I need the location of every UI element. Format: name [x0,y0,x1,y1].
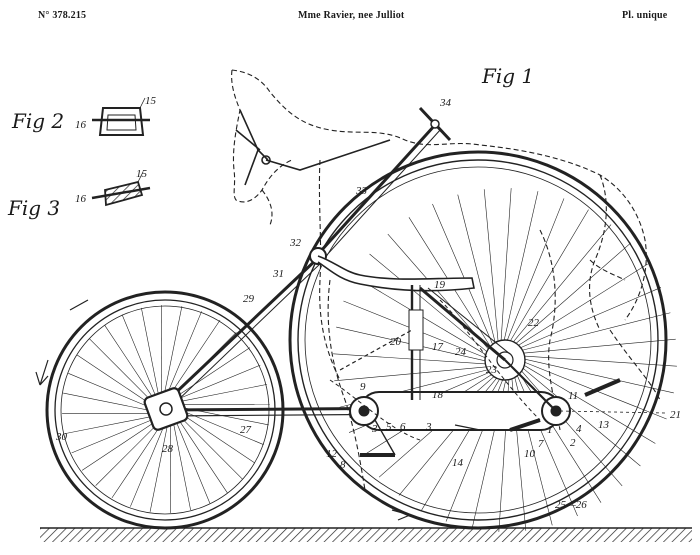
spoke [104,324,157,403]
spoke [506,209,589,347]
spoke [81,418,160,471]
spoke [334,366,493,382]
numeral-29: 29 [243,293,255,305]
numeral-10: 10 [524,448,536,460]
spoke [502,191,539,347]
spoke [163,306,183,398]
numeral-25-26: 25—26 [555,499,587,511]
spoke [176,413,243,480]
spoke [518,357,674,394]
spoke [517,338,676,354]
spoke [516,368,602,503]
spoke [511,242,632,348]
numeral-21: 21 [670,409,681,421]
spoke [168,319,221,398]
numeral-8: 8 [340,459,346,471]
spoke [369,253,492,356]
numeral-5: 5 [386,421,392,433]
numeral-12: 12 [326,448,338,460]
spoke [514,287,662,351]
fig3-detail [91,171,151,207]
spoke [172,347,251,400]
numeral-1: 1 [547,424,553,436]
numeral-23: 23 [486,364,498,376]
spoke [432,203,496,351]
numeral-20: 20 [390,336,402,348]
spoke [517,366,623,487]
reference-numerals: 15 16 15 16 34 33 32 31 29 19 22 20 17 2… [55,95,681,511]
spoke [177,408,264,445]
numeral-4: 4 [576,423,582,435]
spoke [64,415,157,434]
numeral-16: 16 [75,193,87,205]
spoke [175,415,228,494]
numeral-30: 30 [55,431,68,443]
numeral-16: 16 [75,119,87,131]
numeral-28: 28 [162,443,174,455]
spoke [89,338,156,405]
spoke [483,189,499,348]
spoke [504,198,565,347]
fig2-detail [92,97,150,136]
inventor-name: Mme Ravier, nee Julliot [298,10,405,21]
spoke [175,384,268,403]
numeral-14: 14 [452,457,464,469]
spoke [177,411,256,464]
numeral-19: 19 [434,279,446,291]
spoke [174,417,211,504]
numeral-18: 18 [432,389,444,401]
numeral-33: 33 [355,185,368,197]
fig3-caption: Fig 3 [7,196,60,220]
spoke [141,307,160,400]
plate-label: Pl. unique [622,10,668,21]
numeral-2: 2 [570,437,576,449]
numeral-15: 15 [145,95,157,107]
spoke [174,364,261,401]
ground [40,527,692,542]
frame [35,106,666,521]
numeral-34: 34 [439,97,452,109]
spoke [518,355,677,367]
patent-number: N° 378.215 [38,10,87,21]
fig1-caption: Fig 1 [481,64,534,88]
spoke [63,392,155,412]
numeral-22: 22 [528,317,540,329]
spoke [513,263,648,349]
numeral-7: 7 [538,438,544,450]
spoke [111,420,164,499]
spoke [68,373,155,410]
spoke [76,354,155,407]
spoke [95,419,162,486]
bridle [235,109,391,186]
spoke [149,420,169,512]
fig2-caption: Fig 2 [11,109,64,133]
spoke [172,418,191,511]
spoke [71,417,158,454]
numeral-6: 6 [400,421,406,433]
numeral-3: 3 [425,421,432,433]
numeral-27: 27 [240,424,252,436]
numeral-17: 17 [432,341,444,353]
numeral-11: 11 [568,390,578,402]
spoke [165,311,202,398]
spoke [516,312,671,353]
spoke [121,314,158,401]
spoke [130,420,167,507]
spoke [457,194,498,349]
horse-outline [231,69,661,491]
spoke [509,224,612,347]
spoke [518,364,641,467]
numeral-24: 24 [455,346,467,358]
spoke [500,188,512,347]
numeral-3: 3 [371,423,378,435]
spoke [518,361,656,444]
numeral-15: 15 [136,168,148,180]
numeral-32: 32 [289,237,302,249]
numeral-9: 9 [360,381,366,393]
numeral-31: 31 [272,268,284,280]
front-wheel-spokes [62,305,270,513]
numeral-13: 13 [598,419,610,431]
